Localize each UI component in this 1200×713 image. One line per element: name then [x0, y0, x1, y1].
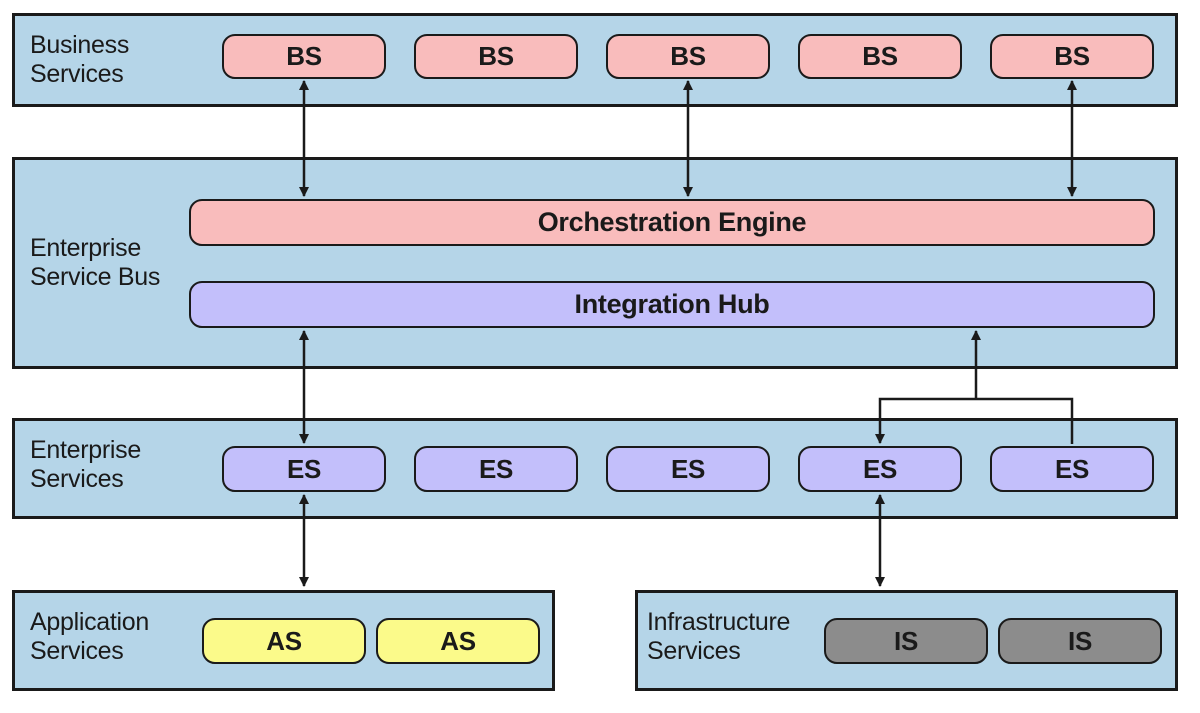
enterprise-service-bus-label: Enterprise Service Bus: [30, 234, 161, 291]
integration-hub: Integration Hub: [189, 281, 1155, 328]
infrastructure-service-2: IS: [998, 618, 1162, 664]
business-service-1: BS: [222, 34, 386, 79]
business-services-label: Business Services: [30, 31, 130, 88]
application-services-label: Application Services: [30, 608, 150, 665]
orchestration-engine: Orchestration Engine: [189, 199, 1155, 246]
enterprise-services-label: Enterprise Services: [30, 436, 141, 493]
enterprise-service-bus-layer: [12, 157, 1178, 369]
enterprise-service-5: ES: [990, 446, 1154, 492]
application-service-2: AS: [376, 618, 540, 664]
enterprise-service-4: ES: [798, 446, 962, 492]
enterprise-service-1: ES: [222, 446, 386, 492]
business-service-3: BS: [606, 34, 770, 79]
application-service-1: AS: [202, 618, 366, 664]
business-service-5: BS: [990, 34, 1154, 79]
business-service-4: BS: [798, 34, 962, 79]
business-service-2: BS: [414, 34, 578, 79]
enterprise-service-3: ES: [606, 446, 770, 492]
infrastructure-service-1: IS: [824, 618, 988, 664]
business-services-layer: [12, 13, 1178, 107]
infrastructure-services-label: Infrastructure Services: [647, 608, 791, 665]
enterprise-service-2: ES: [414, 446, 578, 492]
